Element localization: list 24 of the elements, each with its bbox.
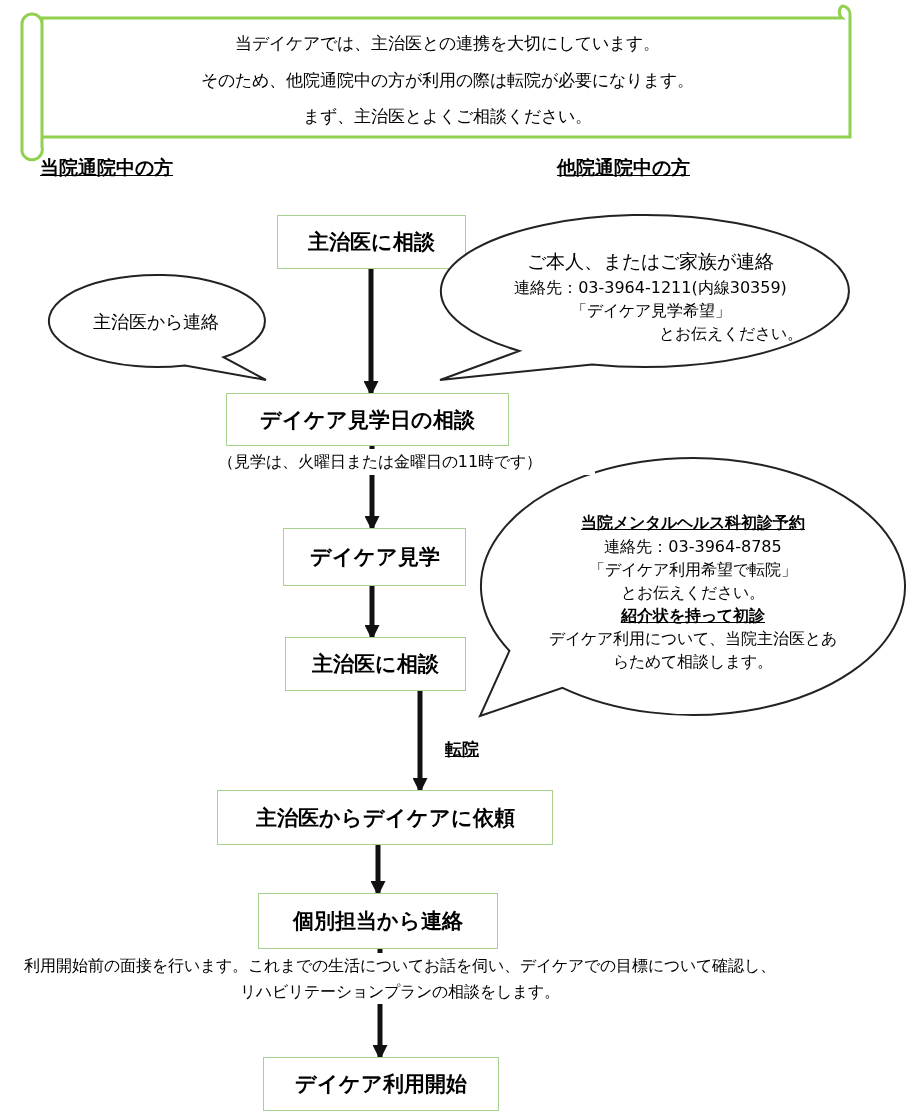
bubble-text: とお伝えください。 [659, 323, 803, 346]
bubble-text: 紹介状を持って初診 [621, 605, 765, 628]
process-box: 個別担当から連絡 [258, 893, 498, 949]
process-box: 主治医からデイケアに依頼 [217, 790, 553, 845]
process-box: デイケア利用開始 [263, 1057, 499, 1111]
section-heading: 当院通院中の方 [40, 155, 173, 180]
bubble-text: 当院メンタルヘルス科初診予約 [581, 512, 805, 535]
bubble-text: 連絡先：03-3964-8785 [604, 535, 782, 558]
process-box: デイケア見学 [283, 528, 466, 586]
process-box: デイケア見学日の相談 [226, 393, 509, 446]
notice-text: そのため、他院通院中の方が利用の際は転院が必要になります。 [200, 68, 694, 92]
bubble-text: 主治医から連絡 [93, 309, 219, 334]
edge-label: 転院 [445, 738, 479, 761]
bubble-text: 「デイケア利用希望で転院」 [589, 558, 797, 581]
bubble-text: ご本人、またはご家族が連絡 [527, 249, 774, 275]
process-box: 主治医に相談 [285, 637, 466, 691]
bubble-text: 「デイケア見学希望」 [570, 300, 731, 323]
bubble-text: 連絡先：03-3964-1211(内線30359) [514, 277, 787, 299]
notice-text: 当デイケアでは、主治医との連携を大切にしています。 [234, 32, 660, 56]
bubble-text: とお伝えください。 [621, 581, 765, 604]
notice-text: まず、主治医とよくご相談ください。 [302, 105, 592, 129]
section-heading: 他院通院中の方 [557, 155, 690, 180]
bubble-text: デイケア利用について、当院主治医とあらためて相談します。 [548, 628, 838, 674]
process-box: 主治医に相談 [277, 215, 466, 269]
